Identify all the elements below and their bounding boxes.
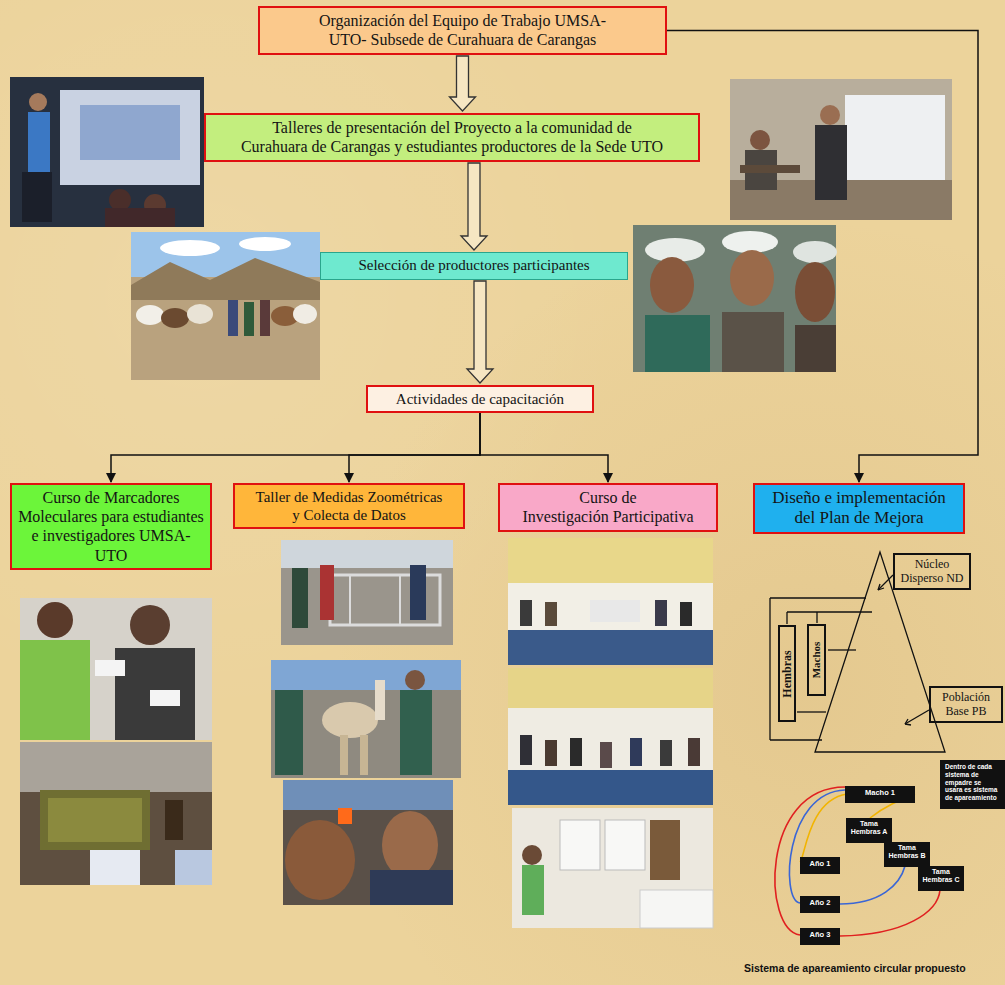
activity-box: Curso de Investigación Participativa: [498, 483, 718, 532]
photo-producers: [633, 225, 837, 372]
connector-line: [480, 413, 608, 482]
node-text: Población Base PB: [935, 690, 997, 719]
connector: [461, 163, 487, 250]
hollow-arrow: [467, 281, 493, 383]
hollow-arrow: [450, 56, 476, 111]
photo-presentation: [10, 77, 204, 227]
node-text: Actividades de capacitación: [373, 390, 587, 408]
year-box: Año 1: [800, 857, 840, 874]
connector: [467, 281, 493, 383]
node-text: Dentro de cada sistema de empadre se usa…: [945, 763, 1000, 802]
mating-box: Tama Hembras A: [846, 818, 892, 843]
node-text: Talleres de presentación del Proyecto a …: [211, 118, 693, 156]
photo-lab: [20, 742, 212, 885]
connector: [450, 56, 476, 111]
mating-box: Macho 1: [845, 786, 915, 803]
sex-label-box: Machos: [807, 624, 826, 696]
node-text: Año 3: [804, 930, 836, 939]
photo-eartag: [283, 780, 453, 905]
connector: [349, 413, 480, 482]
connector: [480, 413, 608, 482]
node-text: Machos: [810, 642, 823, 679]
node-text: Diseño e implementación del Plan de Mejo…: [760, 488, 958, 529]
photo-presentation: [730, 79, 952, 220]
mating-arcs: [775, 787, 940, 936]
node-text: Año 1: [804, 859, 836, 868]
node-text: Tama Hembras C: [922, 868, 960, 885]
mating-box: Tama Hembras C: [918, 866, 964, 891]
connector: [111, 413, 480, 482]
node-text: Núcleo Disperso ND: [899, 557, 965, 586]
photo-classroom: [508, 538, 713, 665]
connector-line: [111, 413, 480, 482]
node-text: Año 2: [804, 898, 836, 907]
photo-classroom: [508, 668, 713, 805]
plan-box: Diseño e implementación del Plan de Mejo…: [753, 483, 965, 534]
node-text: Selección de productores participantes: [326, 256, 622, 274]
diagram-caption: Sistema de apareamiento circular propues…: [744, 962, 966, 974]
connector: [667, 31, 978, 483]
photo-corral: [281, 540, 453, 645]
process-box: Actividades de capacitación: [366, 385, 594, 413]
node-text: Curso de Marcadores Moleculares para est…: [17, 488, 205, 565]
photo-llamas: [131, 232, 320, 380]
activity-box: Taller de Medidas Zoométricas y Colecta …: [233, 483, 465, 529]
process-box: Selección de productores participantes: [320, 252, 628, 280]
node-text: Macho 1: [849, 788, 911, 797]
year-box: Año 3: [800, 928, 840, 945]
photo-lab: [20, 598, 212, 740]
photo-classroom: [512, 808, 713, 928]
tier-label-box: Población Base PB: [929, 686, 1003, 723]
process-box: Organización del Equipo de Trabajo UMSA-…: [258, 6, 667, 55]
node-text: Taller de Medidas Zoométricas y Colecta …: [240, 488, 458, 524]
note-box: Dentro de cada sistema de empadre se usa…: [940, 760, 1005, 809]
connector-line: [667, 31, 978, 483]
year-box: Año 2: [800, 896, 840, 913]
node-text: Tama Hembras A: [850, 820, 888, 837]
node-text: Hembras: [780, 650, 794, 697]
node-text: Tama Hembras B: [888, 844, 926, 861]
connector-line: [349, 413, 480, 482]
photo-measuring: [271, 660, 461, 778]
process-box: Talleres de presentación del Proyecto a …: [204, 113, 700, 162]
sex-label-box: Hembras: [778, 625, 796, 722]
node-text: Organización del Equipo de Trabajo UMSA-…: [265, 11, 660, 49]
node-text: Curso de Investigación Participativa: [505, 488, 711, 526]
tier-label-box: Núcleo Disperso ND: [893, 553, 971, 590]
mating-box: Tama Hembras B: [884, 842, 930, 867]
activity-box: Curso de Marcadores Moleculares para est…: [10, 483, 212, 570]
hollow-arrow: [461, 163, 487, 250]
